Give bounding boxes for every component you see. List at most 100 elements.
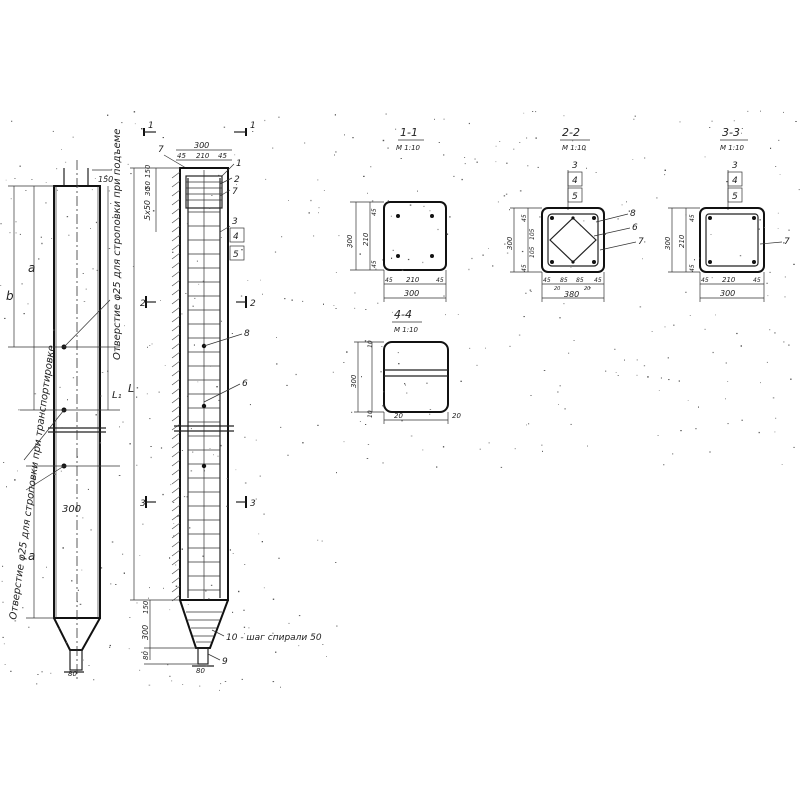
section-4-4-scale: M 1:10 xyxy=(394,326,419,334)
left-tip-dim: 80 xyxy=(68,670,77,678)
section-3-3-title: 3-3 xyxy=(722,126,740,139)
label-hole-lift: Отверстие φ25 для строповки при подъеме xyxy=(112,129,123,360)
pile-elevation-reinforcement: 300 45 210 45 7 xyxy=(128,121,322,675)
svg-text:20: 20 xyxy=(452,412,461,420)
section-4-4: 4-4 M 1:10 300 10 10 20 20 xyxy=(350,308,461,424)
cut-mark-1-left: 1 xyxy=(143,121,156,136)
svg-text:3: 3 xyxy=(140,499,146,509)
scan-noise xyxy=(0,110,800,691)
svg-text:7: 7 xyxy=(784,237,790,247)
svg-text:45: 45 xyxy=(753,277,761,284)
dim-50: 50 xyxy=(144,181,152,190)
callout-2: 2 xyxy=(234,175,240,185)
dim-a-upper: a xyxy=(28,261,35,275)
svg-text:4: 4 xyxy=(572,176,578,186)
pile-elevation-left: 80 b a a L₁ 150 300 Отверстие φ25 для ст… xyxy=(6,129,123,680)
svg-text:3: 3 xyxy=(250,499,256,509)
dim-5x50: 5x50 xyxy=(143,200,152,220)
svg-text:45: 45 xyxy=(521,264,528,272)
svg-text:2: 2 xyxy=(250,299,256,309)
svg-text:210: 210 xyxy=(722,276,736,284)
section-3-3-scale: M 1:10 xyxy=(720,144,745,152)
cut-mark-1-right: 1 xyxy=(234,121,256,136)
callout-6: 6 xyxy=(242,379,248,389)
top-stub-dim: 150 xyxy=(98,175,113,184)
top-dim-210: 210 xyxy=(196,152,210,160)
section-1-1-title: 1-1 xyxy=(400,126,418,139)
svg-text:300: 300 xyxy=(720,289,735,298)
svg-text:45: 45 xyxy=(436,277,444,284)
left-width-dim: 300 xyxy=(62,504,81,515)
svg-text:45: 45 xyxy=(371,260,378,268)
svg-text:5: 5 xyxy=(572,192,578,202)
label-spiral: 10 - шаг спирали 50 xyxy=(226,633,322,643)
section-2-2-scale: M 1:10 xyxy=(562,144,587,152)
callout-9: 9 xyxy=(222,657,228,667)
svg-text:10: 10 xyxy=(367,340,374,348)
svg-text:4: 4 xyxy=(732,176,738,186)
svg-text:20: 20 xyxy=(394,412,403,420)
callout-7: 7 xyxy=(232,187,238,197)
svg-text:210: 210 xyxy=(362,232,370,246)
svg-text:6: 6 xyxy=(632,223,638,233)
svg-text:20: 20 xyxy=(584,286,590,292)
svg-text:3: 3 xyxy=(732,161,738,171)
section-2-2-title: 2-2 xyxy=(562,126,580,139)
svg-text:2: 2 xyxy=(140,299,146,309)
top-dim-45-left: 45 xyxy=(177,152,186,160)
hatching-left xyxy=(171,171,181,602)
svg-text:8: 8 xyxy=(630,209,636,219)
svg-text:85: 85 xyxy=(576,277,584,284)
svg-text:300: 300 xyxy=(404,289,419,298)
svg-text:20: 20 xyxy=(554,286,560,292)
svg-text:3: 3 xyxy=(572,161,578,171)
callout-8: 8 xyxy=(244,329,250,339)
svg-text:1: 1 xyxy=(148,121,154,131)
dim-30: 30 xyxy=(144,187,152,196)
callout-3: 3 xyxy=(232,217,238,227)
dim-a-lower: a xyxy=(28,549,35,563)
svg-text:5: 5 xyxy=(732,192,738,202)
svg-text:300: 300 xyxy=(350,374,358,388)
dim-L1: L₁ xyxy=(112,390,122,401)
svg-text:45: 45 xyxy=(521,214,528,222)
cut-mark-3-left: 3 xyxy=(140,496,156,509)
cut-mark-2-right: 2 xyxy=(236,296,256,309)
section-3-3: 3-3 M 1:10 3 4 5 7 300 210 45 45 45 210 … xyxy=(664,126,790,302)
dim-b: b xyxy=(6,289,14,303)
top-dim-45-right: 45 xyxy=(218,152,227,160)
section-2-2: 2-2 M 1:10 3 4 5 8 6 7 300 45 105 10 xyxy=(506,126,644,302)
dim-150-bottom: 150 xyxy=(142,600,150,614)
svg-text:45: 45 xyxy=(701,277,709,284)
callout-5: 5 xyxy=(233,250,239,260)
section-4-4-title: 4-4 xyxy=(394,308,412,321)
svg-text:45: 45 xyxy=(543,277,551,284)
tip-dim-80: 80 xyxy=(196,667,205,675)
svg-text:45: 45 xyxy=(385,277,393,284)
label-hole-transport: Отверстие φ25 для строповки при транспор… xyxy=(8,344,57,620)
svg-text:105: 105 xyxy=(529,246,536,258)
dim-80-bottom: 80 xyxy=(142,651,150,660)
svg-text:45: 45 xyxy=(371,208,378,216)
svg-text:105: 105 xyxy=(529,228,536,240)
svg-text:10: 10 xyxy=(367,410,374,418)
cut-mark-2-left: 2 xyxy=(140,296,156,309)
callout-1: 1 xyxy=(236,159,242,169)
dim-150-top: 150 xyxy=(144,164,152,178)
callout-4: 4 xyxy=(233,232,239,242)
svg-text:300: 300 xyxy=(664,236,672,250)
dim-L: L xyxy=(128,382,134,395)
dim-300-bottom: 300 xyxy=(141,625,150,640)
svg-text:210: 210 xyxy=(678,234,686,248)
svg-text:300: 300 xyxy=(506,236,514,250)
section-1-1: 1-1 M 1:10 300 210 45 45 45 210 45 300 xyxy=(346,126,447,302)
svg-text:45: 45 xyxy=(689,264,696,272)
svg-text:1: 1 xyxy=(250,121,256,131)
svg-text:7: 7 xyxy=(638,237,644,247)
section-1-1-scale: M 1:10 xyxy=(396,144,421,152)
svg-text:45: 45 xyxy=(594,277,602,284)
svg-text:300: 300 xyxy=(346,234,354,248)
svg-text:45: 45 xyxy=(689,214,696,222)
callout-7-top: 7 xyxy=(158,145,164,155)
